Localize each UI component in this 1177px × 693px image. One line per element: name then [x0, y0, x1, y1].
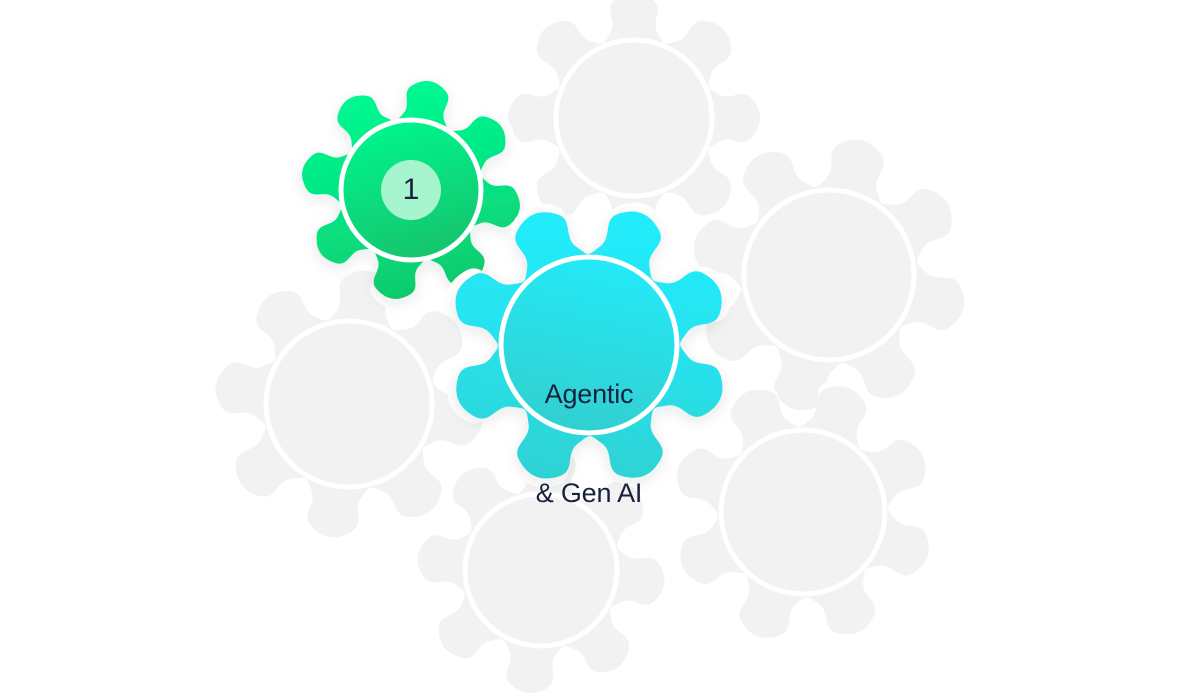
background-gear-layer — [208, 0, 972, 693]
background-gear-bottom — [410, 439, 672, 693]
agentic-gen-ai-gear-inner-ring — [498, 254, 680, 436]
highlight-gear-layer — [292, 71, 732, 488]
agentic-gen-ai-gear[interactable] — [446, 202, 732, 488]
background-gear-right — [686, 132, 972, 418]
step-1-gear[interactable] — [292, 71, 530, 309]
step-1-gear-inner-ring — [338, 117, 484, 263]
background-gear-bottom-right — [670, 379, 936, 645]
step-number-badge — [381, 160, 441, 220]
background-gear-left — [208, 263, 490, 545]
background-gear-top — [500, 0, 768, 252]
